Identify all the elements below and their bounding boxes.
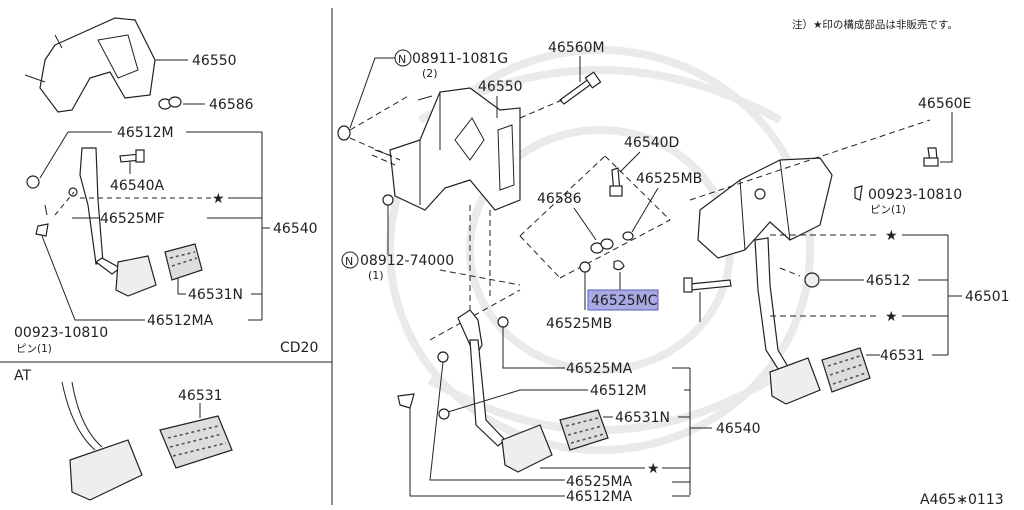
left-label-46525MF: 46525MF [100, 211, 165, 227]
main-label-46550: 46550 [478, 79, 523, 95]
main-label-46525MC: 46525MC [591, 293, 658, 309]
diagram-code: A465∗0113 [920, 492, 1004, 508]
left-bracket-46550 [39, 17, 156, 113]
main-label-08912: 08912-74000 [360, 253, 454, 269]
right-label-46512: 46512 [866, 273, 911, 289]
at-pad-46531 [159, 415, 233, 469]
engine-label: CD20 [280, 340, 318, 356]
at-pedal-pad [69, 439, 143, 501]
main-clutch-pad [501, 424, 553, 473]
main-label-46525MA-bottom: 46525MA [566, 474, 633, 490]
main-bushing-46525MB-bottom [579, 261, 591, 273]
highlight-46525MC [587, 289, 659, 311]
right-brake-arm [754, 237, 791, 376]
main-nut-46512M [438, 408, 450, 420]
left-label-46531N: 46531N [188, 287, 243, 303]
main-label-46560M: 46560M [548, 40, 605, 56]
left-pedal-pad [115, 255, 157, 297]
left-label-46540: 46540 [273, 221, 318, 237]
right-brake-pad [769, 357, 821, 405]
circle-n-bottom [341, 251, 359, 269]
left-pin [35, 223, 49, 237]
note-text: 注）★印の構成部品は非販売です。 [792, 18, 958, 31]
main-label-46512MA: 46512MA [566, 489, 633, 505]
svg-text:(2): (2) [422, 67, 438, 80]
svg-text:(1): (1) [368, 269, 384, 282]
main-label-46586: 46586 [537, 191, 582, 207]
right-pin [854, 185, 863, 201]
right-nut-46512 [804, 272, 820, 288]
main-bushing-46525MA [497, 316, 509, 328]
right-label-pin-qty: ピン(1) [870, 204, 906, 216]
main-label-46525MB-bottom: 46525MB [546, 316, 612, 332]
right-pad-46531 [821, 347, 871, 393]
main-pad-46531N [559, 409, 609, 451]
main-bracket-46550 [389, 87, 521, 211]
main-label-46531N: 46531N [615, 410, 670, 426]
svg-text:N: N [398, 53, 406, 66]
main-nut-08912 [382, 194, 394, 206]
main-label-46525MB-top: 46525MB [636, 171, 702, 187]
left-nut [26, 175, 40, 189]
left-star: ★ [212, 191, 225, 207]
main-label-46540D: 46540D [624, 135, 679, 151]
right-star-top: ★ [885, 228, 898, 244]
main-label-46525MA-top: 46525MA [566, 361, 633, 377]
left-label-46586: 46586 [209, 97, 254, 113]
left-label-46550: 46550 [192, 53, 237, 69]
main-label-46512M: 46512M [590, 383, 647, 399]
left-label-pin-part: 00923-10810 [14, 325, 108, 341]
main-panel: N 08911-1081G (2) 46550 46560M 46540D [337, 40, 761, 505]
main-bushing-46525MB-top [622, 231, 634, 241]
left-label-46512M: 46512M [117, 125, 174, 141]
left-label-pin-qty: ピン(1) [16, 343, 52, 355]
main-washer-08911 [337, 125, 351, 141]
left-panel: 46550 46586 46512M 46540A ★ [14, 17, 318, 356]
main-label-46540: 46540 [716, 421, 761, 437]
main-clip-46525MC [613, 260, 625, 271]
main-pin [397, 393, 415, 409]
right-label-46531: 46531 [880, 348, 925, 364]
main-star: ★ [647, 461, 660, 477]
left-label-46512MA: 46512MA [147, 313, 214, 329]
right-label-46501: 46501 [965, 289, 1010, 305]
at-label-46531: 46531 [178, 388, 223, 404]
right-label-pin-part: 00923-10810 [868, 187, 962, 203]
right-brake-bracket [697, 157, 833, 259]
at-title: AT [14, 368, 31, 384]
main-label-08911: 08911-1081G [412, 51, 508, 67]
right-star-bottom: ★ [885, 309, 898, 325]
right-label-46560E: 46560E [918, 96, 971, 112]
right-panel: 注）★印の構成部品は非販売です。 46560E 00923-10810 ピン(1… [683, 18, 1010, 508]
left-label-46540A: 46540A [110, 178, 165, 194]
left-pedal-arm [79, 147, 104, 265]
svg-text:N: N [345, 255, 353, 268]
main-spring-46586 [590, 238, 614, 254]
left-spring-46586 [158, 96, 182, 110]
at-panel: AT 46531 [14, 368, 233, 501]
